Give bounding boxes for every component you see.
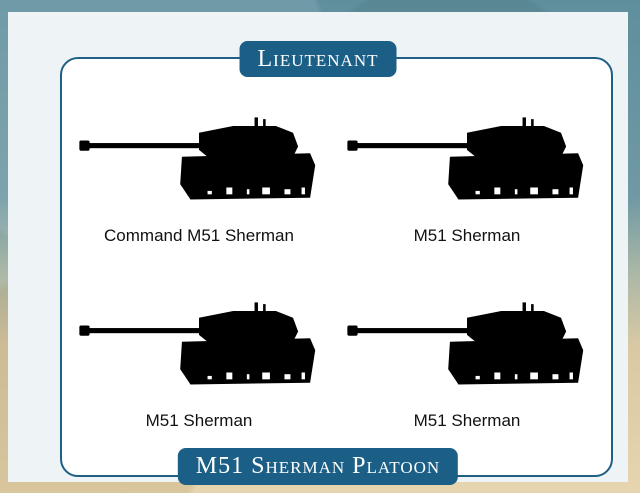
platoon-card: Command M51 Sherman M51 Sherman M51 Sher… [60,57,613,477]
unit-card[interactable]: M51 Sherman [69,299,329,431]
platoon-panel: Command M51 Sherman M51 Sherman M51 Sher… [8,12,628,485]
unit-card[interactable]: M51 Sherman [337,114,597,246]
unit-label: M51 Sherman [145,411,253,430]
unit-label: Command M51 Sherman [104,226,294,245]
header-banner: Lieutenant [239,41,397,77]
unit-card-command[interactable]: Command M51 Sherman [69,114,329,246]
unit-card[interactable]: M51 Sherman [337,299,597,431]
tank-silhouette-icon [79,299,319,393]
tank-silhouette-icon [347,114,587,208]
footer-banner: M51 Sherman Platoon [177,448,459,485]
tank-silhouette-icon [79,114,319,208]
unit-label: M51 Sherman [413,226,521,245]
unit-label: M51 Sherman [413,411,521,430]
tank-silhouette-icon [347,299,587,393]
